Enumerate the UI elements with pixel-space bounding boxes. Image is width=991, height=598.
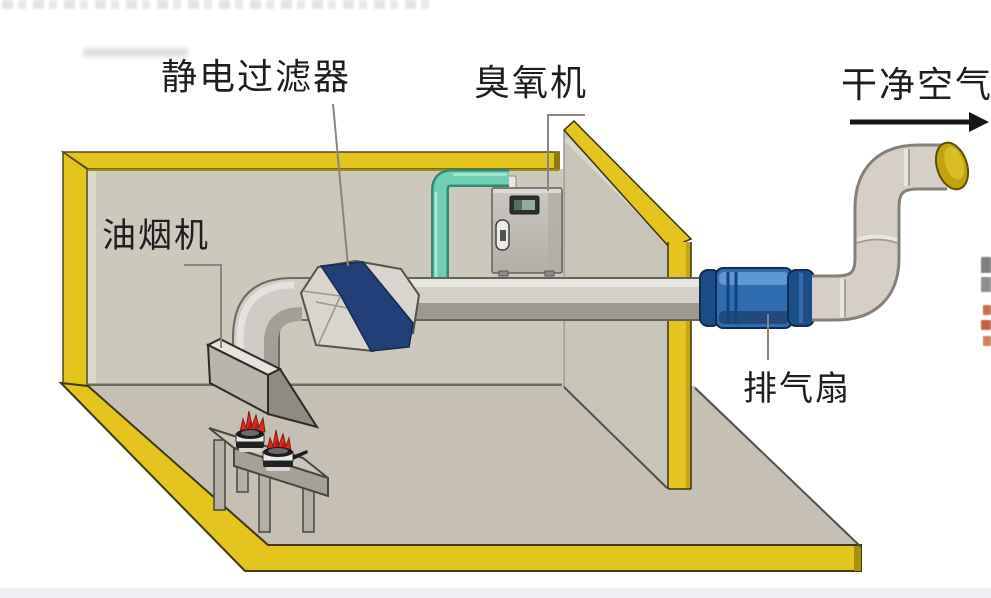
right-cutoff-mark-5 [983, 336, 991, 346]
back-wall-top-yellow-edge [60, 151, 560, 170]
ozone-machine-screen [514, 200, 535, 210]
pan-lid [268, 448, 288, 454]
duct-edges [408, 277, 706, 321]
filter-leader-line [332, 103, 349, 267]
partition-floor-edge [563, 386, 668, 489]
pan-handle [292, 450, 308, 460]
pot-left-foot [239, 448, 261, 452]
floor [58, 381, 862, 572]
back-wall-left-yellow-edge [62, 150, 88, 387]
top-left-faint-text [83, 48, 188, 57]
elbow-inner-shade [264, 307, 303, 372]
outlet-pipe-body [812, 146, 947, 319]
clean-air-arrow-head [969, 112, 989, 132]
ozone-machine-foot-left [498, 270, 509, 277]
ozone-machine-foot-right [544, 270, 555, 277]
cooking-pots [235, 410, 308, 471]
ozone-pipe-highlight [434, 173, 507, 277]
right-cutoff-mark-3 [983, 305, 991, 315]
table-front [233, 446, 329, 498]
back-wall-top-edge-cap [554, 152, 560, 169]
top-cutoff-text [2, 0, 432, 9]
electrostatic-filter [299, 259, 421, 353]
label-ozone-machine: 臭氧机 [474, 62, 589, 103]
floor-right-edge [694, 387, 862, 548]
partition-edge-shade-lower [686, 320, 691, 489]
duct-top-highlight [408, 278, 706, 287]
table-leg-front-left [258, 471, 271, 533]
clean-air-outlet [934, 141, 970, 191]
fan-seams [726, 272, 738, 324]
outlet-opening-highlight [944, 146, 965, 180]
elbow-outer-highlight [236, 281, 295, 372]
table-leg-front-right [302, 485, 315, 533]
pan-foot [266, 467, 290, 471]
hood-duct-elbow [232, 277, 313, 373]
flame-right [266, 429, 292, 452]
leader-lines [184, 103, 769, 360]
floor-front-yellow-edge [58, 381, 862, 572]
ozone-pipe-body [433, 171, 509, 280]
ozone-machine-top-highlight [493, 189, 561, 193]
pot-left-base-band [236, 442, 264, 448]
partition-right-yellow-edge-lower [668, 320, 691, 489]
right-cutoff-mark-4 [981, 320, 991, 330]
bottom-page-strip [0, 588, 991, 598]
label-exhaust-fan: 排气扇 [743, 370, 851, 408]
partition-top-yellow-edge [562, 119, 693, 249]
label-range-hood: 油烟机 [102, 217, 210, 255]
back-wall [60, 150, 563, 387]
right-cutoff-mark-2 [981, 277, 991, 292]
table-leg-back-left [213, 439, 226, 511]
flame-left [239, 410, 266, 433]
pot-left-lid [241, 430, 259, 436]
label-electrostatic-filter: 静电过滤器 [161, 56, 352, 97]
clean-air-arrow [850, 112, 989, 132]
hood-side-face [267, 367, 320, 429]
duct-bottom-shade [408, 303, 706, 320]
floor-face [64, 386, 861, 546]
right-cutoff-mark-1 [981, 257, 991, 273]
pot-left [235, 429, 265, 452]
ozone-machine [491, 175, 563, 277]
ozone-machine-slot-switch [500, 230, 506, 241]
exhaust-fan [699, 267, 815, 329]
partition-edge-outlines [667, 242, 692, 490]
back-wall-inner-highlight [87, 169, 96, 386]
ozone-machine-screen-shadow [514, 200, 522, 210]
partition-edge-shade-upper [686, 242, 691, 278]
partition-right-yellow-edge-upper [668, 242, 691, 278]
hood-leader-line [184, 264, 222, 348]
label-clean-air: 干净空气 [841, 64, 991, 105]
ozone-machine-side-shade [548, 189, 561, 272]
pan-base-band [263, 461, 293, 467]
pan-right [262, 447, 308, 471]
range-hood [205, 337, 320, 429]
ozone-leader-line [547, 114, 585, 191]
filter-navy-band [319, 261, 414, 352]
outlet-pipe-seams [844, 149, 910, 317]
floor-edge-right-cap [854, 546, 861, 571]
outlet-pipe [812, 141, 970, 322]
ozone-delivery-pipe [431, 169, 509, 280]
main-duct [408, 277, 706, 321]
outlet-pipe-seam-highlights [840, 149, 908, 317]
